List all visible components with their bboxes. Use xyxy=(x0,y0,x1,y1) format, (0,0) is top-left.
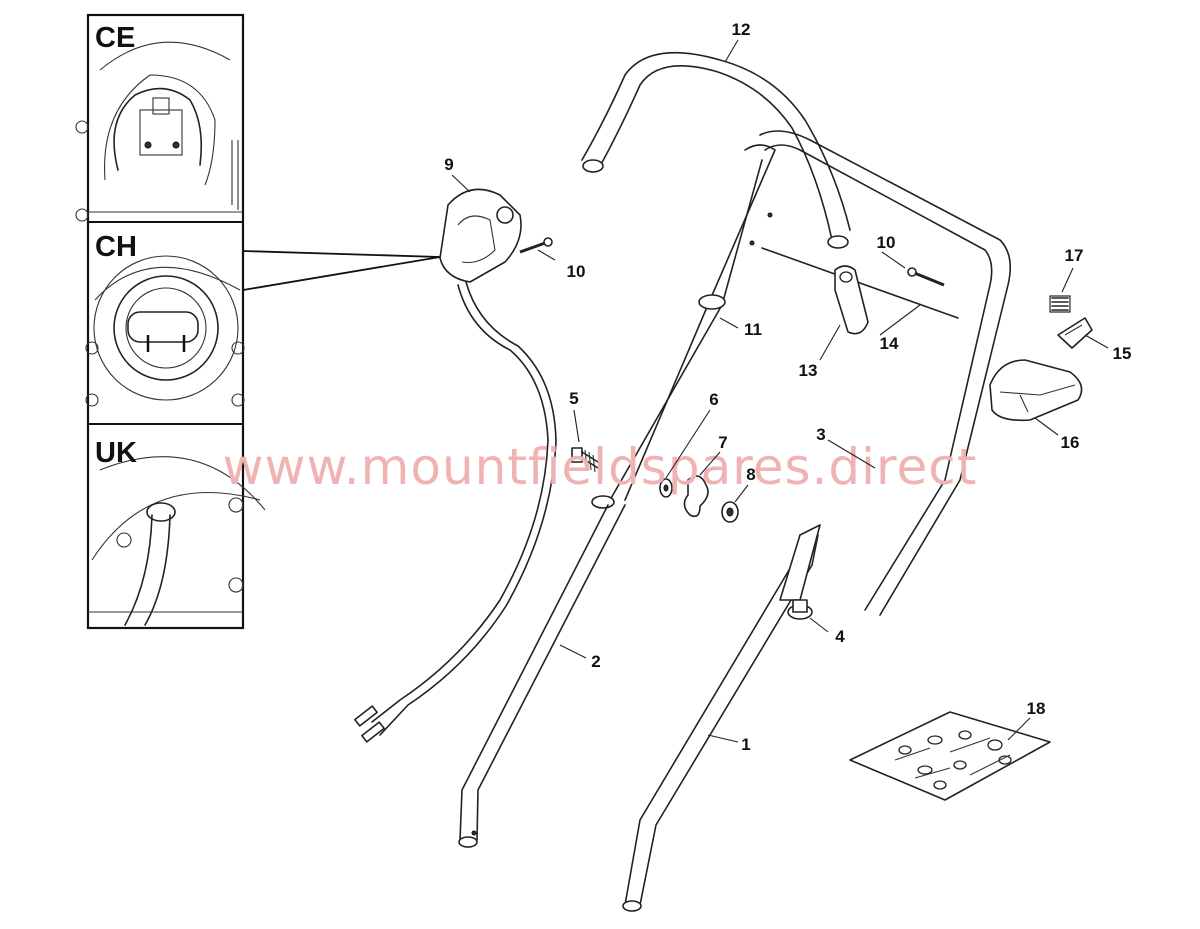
inset-pointer-lines xyxy=(242,250,441,291)
callout-6: 6 xyxy=(709,390,718,409)
right-lower-tube xyxy=(622,524,821,912)
leader-lines xyxy=(451,39,1109,743)
callout-18: 18 xyxy=(1027,699,1046,718)
screw-right xyxy=(907,267,945,287)
upper-handle xyxy=(581,51,1011,616)
uk-plug-panel: UK xyxy=(88,437,266,626)
screw-left xyxy=(519,237,553,254)
callout-12: 12 xyxy=(732,20,751,39)
left-upper-tube xyxy=(591,144,776,509)
callout-8: 8 xyxy=(746,465,755,484)
callout-13: 13 xyxy=(799,361,818,380)
callout-2: 2 xyxy=(591,652,600,671)
callout-4: 4 xyxy=(835,627,845,646)
adjuster-knob xyxy=(787,599,813,620)
switch-box xyxy=(439,188,522,283)
watermark-text: www.mountfieldspares.direct xyxy=(223,438,978,496)
left-lower-tube xyxy=(458,504,626,848)
callout-15: 15 xyxy=(1113,344,1132,363)
cable-guide xyxy=(834,265,869,335)
nut xyxy=(721,501,739,523)
bolt xyxy=(571,447,599,473)
ce-label: CE xyxy=(95,22,135,54)
callout-10-right: 10 xyxy=(877,233,896,252)
callout-17: 17 xyxy=(1065,246,1084,265)
callout-1: 1 xyxy=(741,735,750,754)
callout-3: 3 xyxy=(816,425,825,444)
power-cable xyxy=(354,281,557,743)
cross-rod xyxy=(761,247,959,319)
callout-14: 14 xyxy=(880,334,899,353)
callout-labels: 12 9 10 10 11 13 14 17 15 16 5 6 7 8 3 4… xyxy=(444,20,1131,754)
callout-9: 9 xyxy=(444,155,453,174)
callout-5: 5 xyxy=(569,389,578,408)
ce-plug-panel: CE xyxy=(75,22,243,222)
catch xyxy=(1057,317,1093,349)
ch-label: CH xyxy=(95,231,137,263)
plug-variant-inset: CE CH UK xyxy=(75,13,266,630)
ch-plug-panel: CH xyxy=(85,231,245,407)
uk-label: UK xyxy=(95,437,137,469)
spring xyxy=(1049,295,1071,313)
callout-10-left: 10 xyxy=(567,262,586,281)
hardware-bag xyxy=(849,711,1051,801)
callout-16: 16 xyxy=(1061,433,1080,452)
callout-7: 7 xyxy=(718,433,727,452)
bracket xyxy=(989,359,1083,422)
washer xyxy=(659,478,673,498)
wing-knob xyxy=(683,475,709,518)
callout-11: 11 xyxy=(744,320,762,339)
